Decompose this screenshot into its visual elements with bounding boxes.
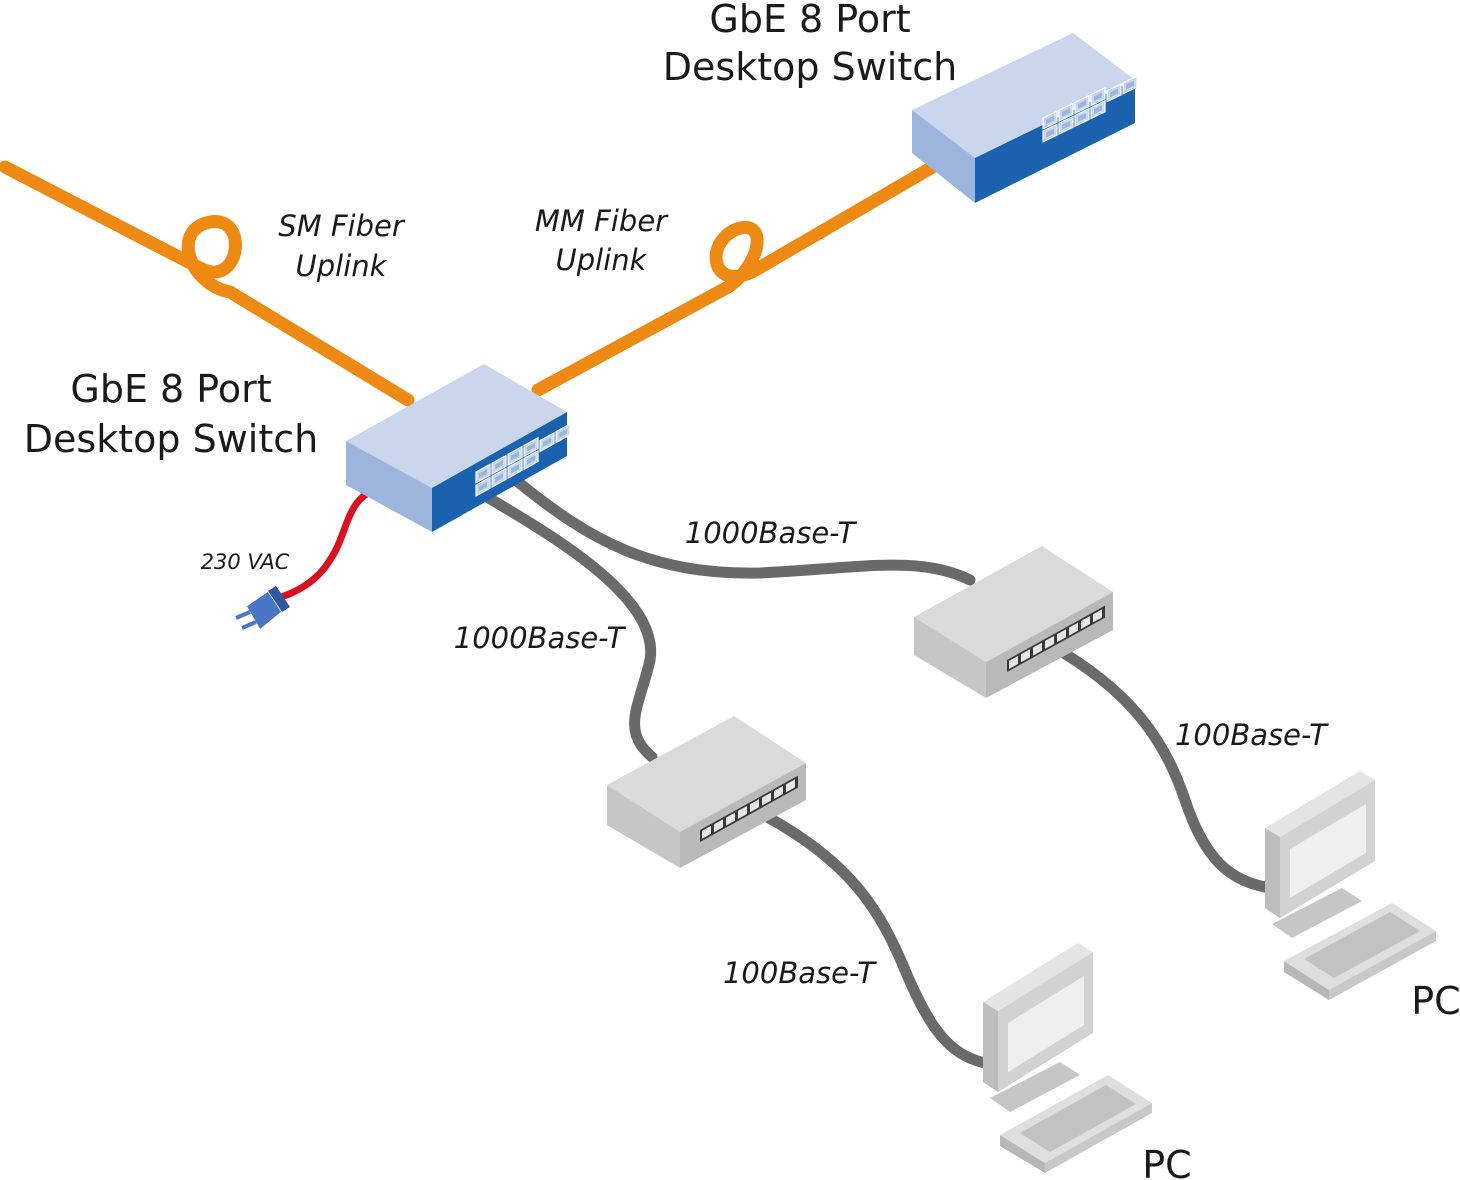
main-switch-title-line2: Desktop Switch: [24, 417, 318, 461]
access-switch-left: [607, 716, 806, 868]
pc-left-label: PC: [1142, 1143, 1191, 1180]
power-plug-icon: [235, 586, 290, 632]
sm-fiber-cable: [0, 160, 415, 407]
pc-left-icon: [983, 943, 1152, 1173]
gige-cable-right: [512, 476, 976, 586]
sm-fiber-label-line1: SM Fiber: [278, 209, 406, 243]
power-label: 230 VAC: [201, 550, 290, 574]
mm-fiber-label-line1: MM Fiber: [535, 204, 669, 238]
fast-cable-right: [1044, 639, 1271, 893]
fast-left-label: 100Base-T: [723, 956, 877, 990]
gige-left-label: 1000Base-T: [454, 621, 627, 655]
fast-cable-left: [752, 806, 991, 1069]
pc-right-label: PC: [1411, 979, 1460, 1023]
pc-right-icon: [1265, 771, 1436, 1000]
gige-right-label: 1000Base-T: [685, 516, 858, 550]
main-switch: [346, 364, 571, 532]
mm-fiber-label-line2: Uplink: [556, 243, 648, 277]
gige-cable-left: [481, 491, 658, 763]
access-switch-right: [914, 546, 1113, 698]
mm-fiber-cable: [531, 151, 955, 397]
remote-switch: [912, 33, 1138, 203]
main-switch-title-line1: GbE 8 Port: [70, 367, 271, 411]
remote-switch-title-line2: Desktop Switch: [663, 45, 957, 89]
sm-fiber-label-line2: Uplink: [296, 249, 388, 283]
power-cord: [268, 483, 388, 604]
remote-switch-title-line1: GbE 8 Port: [709, 0, 910, 41]
fast-right-label: 100Base-T: [1175, 718, 1329, 752]
